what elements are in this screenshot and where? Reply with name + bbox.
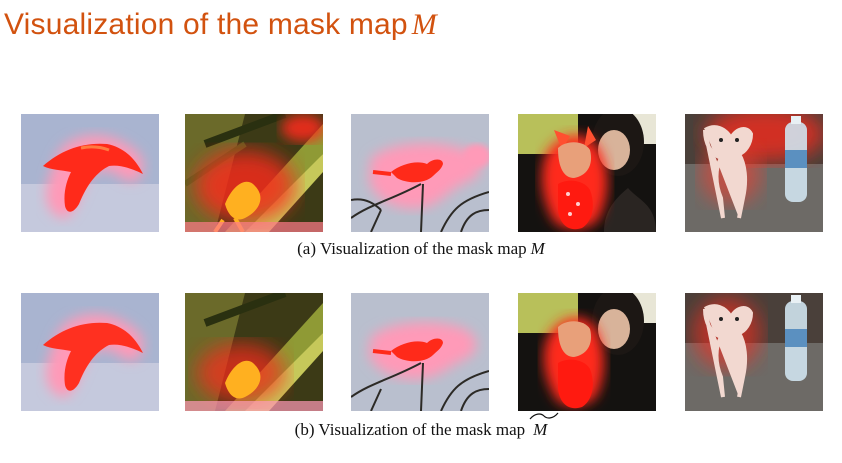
thumb-a-bird-flight bbox=[21, 114, 159, 232]
caption-b-text: (b) Visualization of the mask map bbox=[294, 420, 526, 439]
thumb-b-woman-dog bbox=[518, 293, 656, 411]
thumb-b-tropical-bird bbox=[185, 293, 323, 411]
caption-a-text: (a) Visualization of the mask map bbox=[297, 239, 527, 258]
caption-b-symbol: M bbox=[533, 420, 548, 439]
thumb-a-tropical-bird bbox=[185, 114, 323, 232]
caption-b: (b) Visualization of the mask map M bbox=[0, 412, 842, 440]
thumb-a-bird-branch bbox=[351, 114, 489, 232]
thumb-a-woman-dog bbox=[518, 114, 656, 232]
thumb-a-dog-bottle bbox=[685, 114, 823, 232]
thumb-b-dog-bottle bbox=[685, 293, 823, 411]
tilde-accent bbox=[529, 412, 559, 420]
thumb-b-bird-flight bbox=[21, 293, 159, 411]
caption-b-symbol-wrap: M bbox=[529, 412, 559, 440]
caption-a-symbol: M bbox=[530, 239, 545, 258]
thumb-b-bird-branch bbox=[351, 293, 489, 411]
slide-title-symbol: M bbox=[411, 8, 437, 41]
slide-title-text: Visualization of the mask map bbox=[4, 8, 408, 41]
